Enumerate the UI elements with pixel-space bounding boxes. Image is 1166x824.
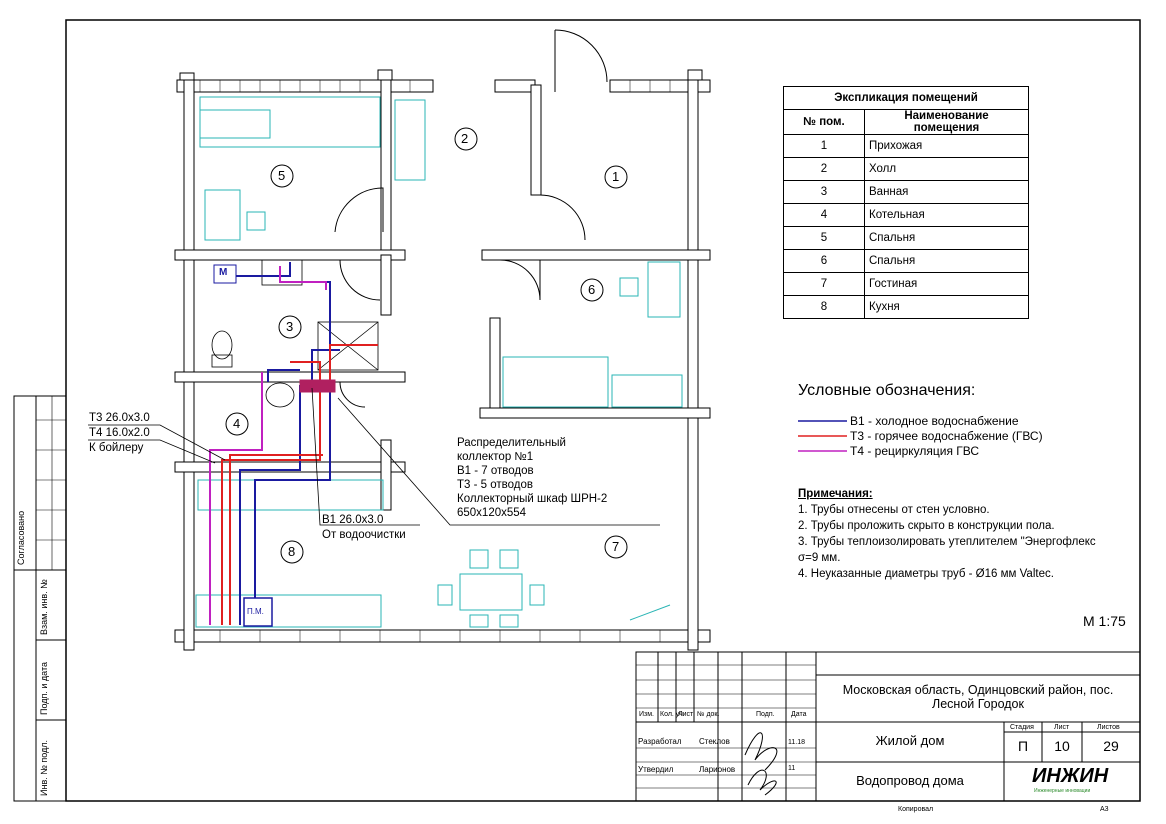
col-num-header: № пом. [783, 109, 865, 135]
room-number: 8 [288, 544, 296, 559]
b1-label: В1 26.0х3.0 [322, 514, 384, 526]
walls [174, 69, 711, 651]
address: Московская область, Одинцовский район, п… [842, 683, 1114, 711]
note-item: 2. Трубы проложить скрыто в конструкции … [798, 520, 1055, 532]
room-number: 3 [286, 319, 294, 334]
title-block [635, 651, 1141, 802]
company-logo-sub: Инженерные инновации [1034, 788, 1091, 794]
room-number: 5 [278, 168, 286, 183]
sheets-label: Листов [1097, 724, 1120, 731]
col-header: Изм. [639, 711, 654, 718]
side-label-replace: Взам. инв. № [39, 579, 49, 635]
date-2: 11 [788, 765, 796, 772]
sheet-label: Лист [1054, 724, 1070, 731]
note-item: 4. Неуказанные диаметры труб - Ø16 мм Va… [798, 568, 1054, 580]
boiler-label: К бойлеру [89, 442, 144, 454]
date-1: 11.18 [788, 739, 805, 746]
explication-table: Экспликация помещений № пом. Наименовани… [783, 86, 1029, 319]
sheet-value: 10 [1054, 738, 1070, 754]
legend-item-t4: Т4 - рециркуляция ГВС [850, 444, 980, 458]
company-logo: ИНЖИН [1032, 765, 1109, 787]
legend-item-b1: В1 - холодное водоснабжение [850, 414, 1019, 428]
explication-title: Экспликация помещений [783, 86, 1029, 110]
t3-label: Т3 26.0х3.0 [89, 412, 150, 424]
col-header: Подп. [756, 711, 775, 718]
doors [334, 29, 608, 408]
room-markers [225, 127, 628, 564]
signature-1 [744, 732, 778, 771]
developed-label: Разработал [638, 737, 682, 746]
col-header: № док. [697, 711, 720, 718]
notes: Примечания: 1. Трубы отнесены от стен ус… [798, 486, 1098, 582]
legend-item-t3: Т3 - горячее водоснабжение (ГВС) [850, 429, 1043, 443]
room-number: 1 [612, 169, 620, 184]
collector-note: Распределительный коллектор №1 В1 - 7 от… [457, 437, 608, 519]
furniture [195, 96, 683, 628]
room-number: 2 [461, 131, 469, 146]
col-header: Лист [678, 711, 694, 718]
scale-label: М 1:75 [1083, 613, 1126, 629]
building-name: Жилой дом [875, 733, 945, 748]
room-number: 6 [588, 282, 596, 297]
approved-label: Утвердил [638, 765, 674, 774]
sheets-value: 29 [1103, 738, 1119, 754]
format-label: А3 [1100, 806, 1109, 813]
legend-title: Условные обозначения: [798, 382, 976, 399]
developed-name: Стеклов [699, 737, 730, 746]
side-strip [13, 395, 67, 802]
note-item: 3. Трубы теплоизолировать утеплителем "Э… [798, 536, 1096, 564]
signature-2 [747, 769, 777, 796]
side-label-agreed: Согласовано [16, 510, 26, 565]
notes-title: Примечания: [798, 488, 873, 500]
pipes [209, 262, 378, 625]
copied-label: Копировал [898, 806, 934, 813]
filter-label: П.М. [247, 607, 264, 616]
meter-label: М [219, 267, 228, 278]
side-label-inv: Инв. № подл. [39, 739, 49, 796]
note-item: 1. Трубы отнесены от стен условно. [798, 504, 990, 516]
stage-value: П [1017, 738, 1029, 754]
from-filter-label: От водоочистки [322, 529, 406, 541]
room-number: 4 [233, 416, 241, 431]
col-header: Дата [791, 711, 807, 718]
t4-label: Т4 16.0х2.0 [89, 427, 150, 439]
col-header: Кол. уч [660, 711, 683, 718]
side-label-sign-date: Подп. и дата [39, 661, 49, 715]
room-number: 7 [612, 539, 620, 554]
approved-name: Ларионов [699, 765, 736, 774]
sheet-title: Водопровод дома [856, 773, 964, 788]
stage-label: Стадия [1010, 724, 1034, 731]
